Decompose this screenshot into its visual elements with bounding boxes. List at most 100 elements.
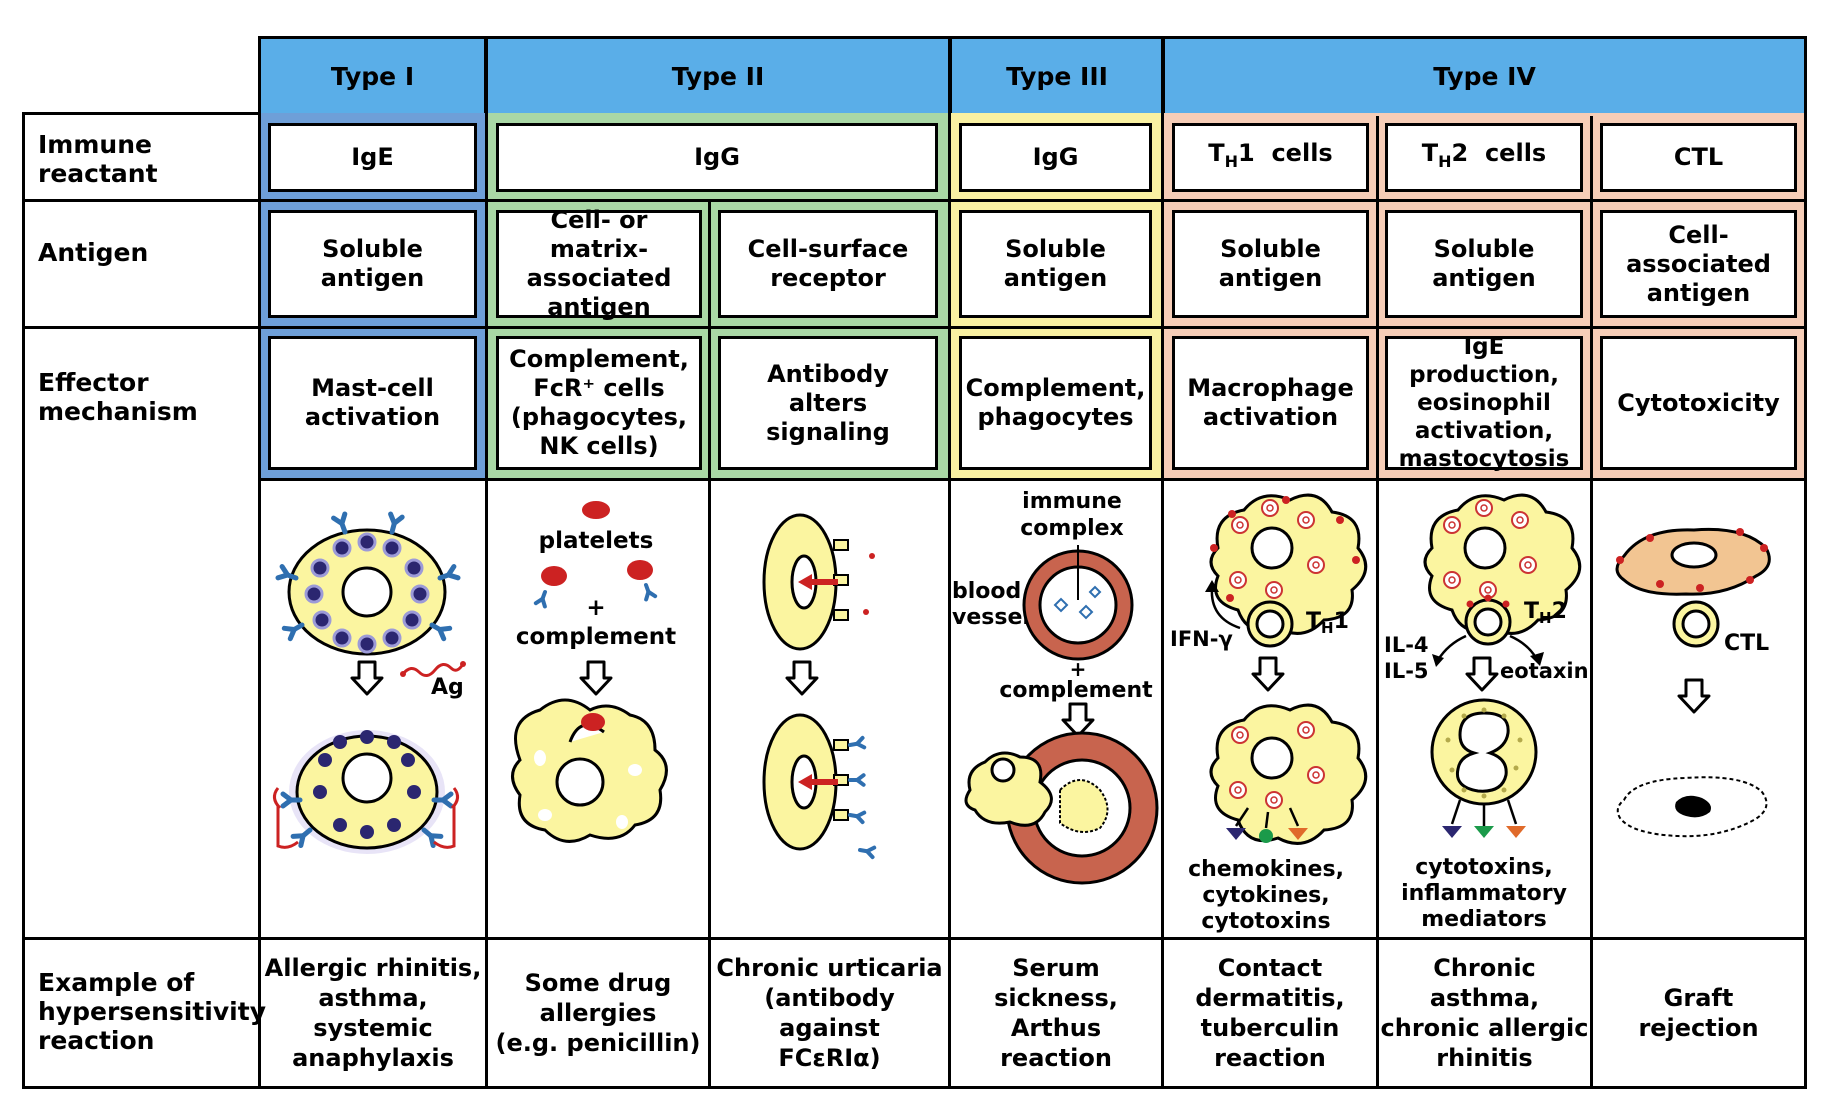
platelet-icon bbox=[536, 501, 655, 606]
example-th2: Chronic asthma, chronic allergic rhiniti… bbox=[1380, 954, 1589, 1072]
rule-col-c bbox=[708, 200, 711, 1089]
effector-th2: IgE production, eosinophil activation, m… bbox=[1385, 334, 1583, 472]
ag-label: Ag bbox=[431, 675, 464, 700]
complement-label: complement bbox=[516, 624, 676, 650]
reactant-th2: TH2 cells bbox=[1385, 123, 1583, 192]
receptor-cell-top bbox=[762, 513, 875, 651]
th2-symbol: TH2 cells bbox=[1421, 139, 1547, 171]
phagocyte-cell bbox=[511, 698, 668, 843]
target-cell bbox=[1615, 527, 1771, 596]
ifn-gamma-label: IFN-γ bbox=[1170, 627, 1233, 651]
il5-label: IL-5 bbox=[1384, 659, 1429, 683]
rule-col-a bbox=[258, 36, 261, 1089]
arrow-down-type1 bbox=[350, 660, 384, 696]
rule-row4-bottom bbox=[22, 937, 1807, 940]
complement-label-2: complement bbox=[999, 678, 1153, 703]
rule-row2-bottom bbox=[22, 326, 1807, 329]
arrow-down-type3 bbox=[1061, 702, 1095, 738]
blood-vessel-label-1: blood bbox=[952, 579, 1021, 604]
antigen-th1: Soluble antigen bbox=[1172, 210, 1369, 318]
th1-output-3: cytotoxins bbox=[1201, 909, 1330, 934]
example-th1: Contact dermatitis, tuberculin reaction bbox=[1195, 954, 1345, 1072]
ctl-cell bbox=[1672, 600, 1720, 648]
mast-cell-bottom bbox=[289, 730, 445, 854]
ctl-label: CTL bbox=[1724, 631, 1769, 656]
eotaxin-label: eotaxin bbox=[1500, 659, 1589, 683]
antigen-type2b: Cell-surface receptor bbox=[718, 210, 938, 318]
il4-label: IL-4 bbox=[1384, 633, 1429, 657]
reactant-th1: TH1 cells bbox=[1172, 123, 1369, 192]
example-type3: Serum sickness, Arthus reaction bbox=[994, 954, 1118, 1072]
th1-cell-label: TH1 bbox=[1306, 609, 1349, 637]
reactant-ctl: CTL bbox=[1600, 123, 1797, 192]
arrow-down-type2b bbox=[785, 660, 819, 696]
th2-cell bbox=[1464, 594, 1512, 646]
rule-row3-bottom bbox=[258, 478, 1807, 481]
example-ctl: Graft rejection bbox=[1638, 984, 1759, 1042]
header-type-4: Type IV bbox=[1162, 36, 1807, 116]
th2-output-1: cytotoxins, bbox=[1415, 855, 1553, 880]
crosslinked-antibodies bbox=[273, 787, 459, 849]
immune-complex-label-2: complex bbox=[1020, 516, 1123, 541]
example-type1: Allergic rhinitis, asthma, systemic anap… bbox=[264, 954, 482, 1072]
th2-cell-label: TH2 bbox=[1524, 599, 1567, 627]
effector-type2b: Antibody alters signaling bbox=[718, 336, 938, 470]
effector-type1: Mast-cell activation bbox=[268, 336, 477, 470]
rule-col-f bbox=[1376, 116, 1379, 1089]
effector-type3: Complement, phagocytes bbox=[959, 336, 1152, 470]
ifn-arrow bbox=[1210, 587, 1241, 630]
rule-row1-bottom bbox=[22, 199, 1807, 202]
blood-vessel-damaged bbox=[964, 731, 1159, 885]
antigen-type1: Soluble antigen bbox=[268, 210, 477, 318]
header-type-1: Type I bbox=[258, 36, 487, 116]
row-label-immune-reactant: Immune reactant bbox=[38, 130, 158, 188]
th1-output-2: cytokines, bbox=[1202, 883, 1329, 908]
row-label-example: Example of hypersensitivity reaction bbox=[38, 968, 266, 1055]
rule-col-g bbox=[1590, 116, 1593, 1089]
example-type2a: Some drug allergies (e.g. penicillin) bbox=[495, 969, 701, 1057]
antigen-type2a: Cell- or matrix- associated antigen bbox=[496, 206, 702, 321]
eosinophil-top bbox=[1423, 493, 1582, 635]
immune-complex-label-1: immune bbox=[1022, 489, 1122, 514]
effector-type2a: Complement, FcR⁺ cells (phagocytes, NK c… bbox=[496, 336, 702, 470]
th2-output-2: inflammatory bbox=[1401, 881, 1567, 906]
platelets-label: platelets bbox=[539, 528, 654, 554]
rule-col-b bbox=[485, 36, 488, 1089]
th1-cell bbox=[1246, 600, 1294, 648]
eosinophil-bottom bbox=[1430, 698, 1538, 838]
rule-right bbox=[1804, 36, 1807, 1089]
arrow-down-th2 bbox=[1465, 656, 1499, 692]
arrow-down-th1 bbox=[1251, 656, 1285, 692]
rule-table-bottom bbox=[22, 1086, 1807, 1089]
row-label-effector: Effector mechanism bbox=[38, 368, 198, 426]
blood-vessel-label-2: vessel bbox=[952, 605, 1030, 630]
plus-label: + bbox=[586, 595, 605, 621]
reactant-type1: IgE bbox=[268, 123, 477, 192]
plus-label-2: + bbox=[1070, 657, 1087, 681]
th1-output-1: chemokines, bbox=[1188, 857, 1344, 882]
row-label-antigen: Antigen bbox=[38, 238, 149, 267]
rule-left bbox=[22, 112, 25, 1089]
rule-col-e bbox=[1161, 36, 1164, 1089]
arrow-down-type2a bbox=[579, 660, 613, 696]
rule-col-d bbox=[948, 36, 951, 1089]
antigen-ctl: Cell-associated antigen bbox=[1600, 210, 1797, 318]
dead-cell bbox=[1616, 776, 1768, 838]
macrophage-bottom bbox=[1209, 703, 1368, 845]
th2-output-3: mediators bbox=[1421, 907, 1547, 932]
rule-top-rowlabels bbox=[22, 112, 260, 115]
th1-symbol: TH1 cells bbox=[1208, 139, 1333, 171]
reactant-type2: IgG bbox=[496, 123, 938, 192]
example-type2b: Chronic urticaria (antibody against FCεR… bbox=[716, 954, 943, 1072]
reactant-type3: IgG bbox=[959, 123, 1152, 192]
macrophage-top bbox=[1209, 493, 1368, 635]
header-type-3: Type III bbox=[949, 36, 1165, 116]
ag-molecule bbox=[400, 661, 466, 677]
effector-th1: Macrophage activation bbox=[1172, 336, 1369, 470]
antigen-th2: Soluble antigen bbox=[1385, 210, 1583, 318]
effector-ctl: Cytotoxicity bbox=[1600, 336, 1797, 470]
blood-vessel-top bbox=[1022, 545, 1134, 661]
receptor-cell-bottom bbox=[762, 713, 874, 857]
arrow-down-ctl bbox=[1677, 678, 1711, 714]
